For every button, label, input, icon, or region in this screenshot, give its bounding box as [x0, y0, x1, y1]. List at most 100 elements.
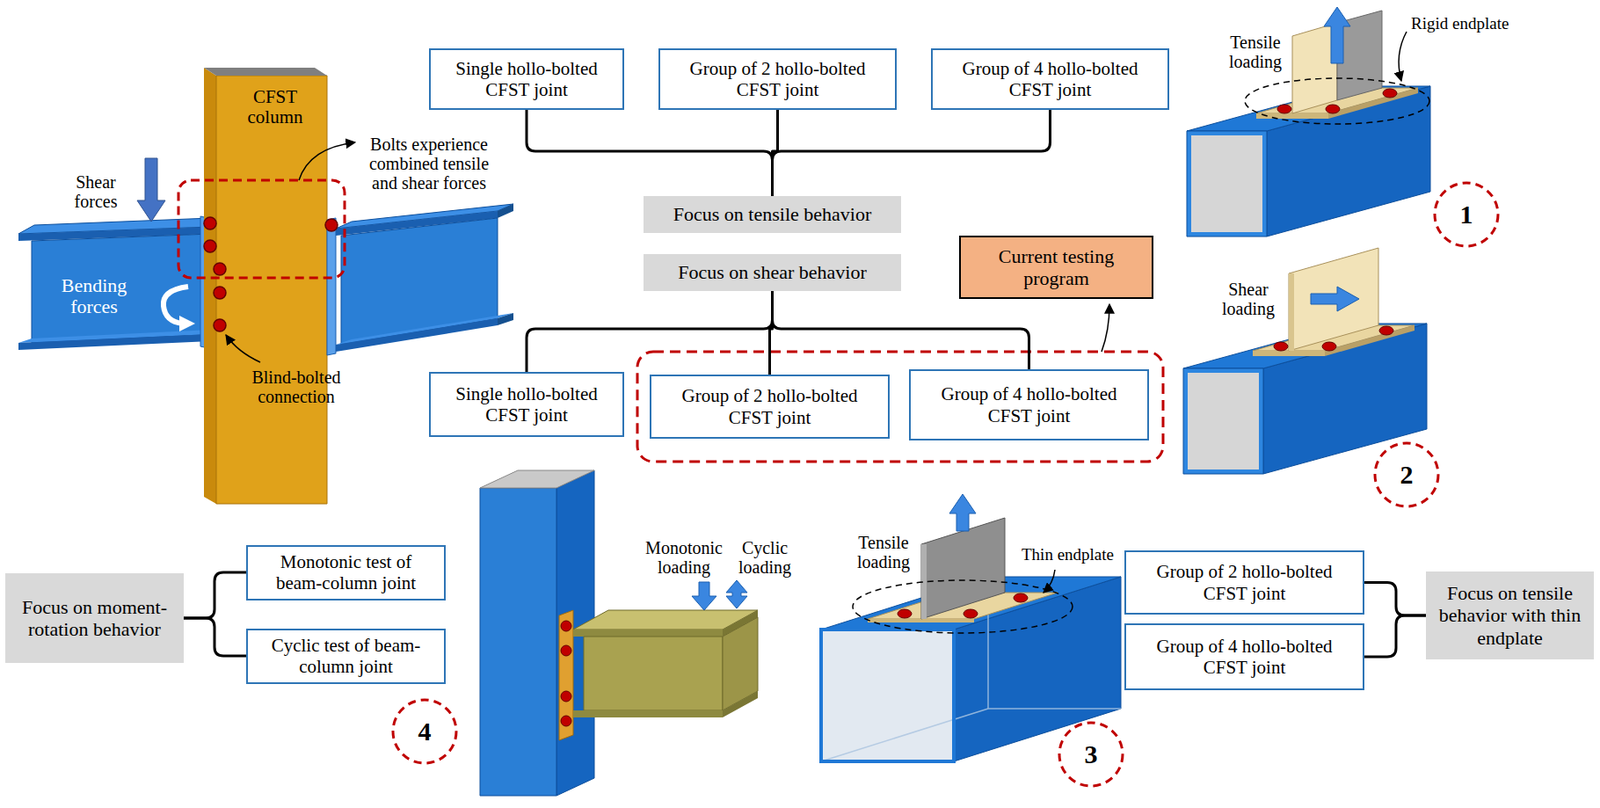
- beam-column-test-part: [560, 715, 572, 727]
- tensile-specimen-part: [1277, 104, 1292, 114]
- category-box: Single hollo-bolted CFST joint: [429, 48, 625, 110]
- beam-column-joint-part: [137, 158, 166, 222]
- beam-column-joint-part: [163, 286, 189, 324]
- node-text: Focus on tensile behavior with thin endp…: [1432, 581, 1587, 649]
- focus-band: Focus on tensile behavior: [643, 196, 902, 233]
- circle-outline: [1374, 443, 1439, 507]
- bracket-connector: [183, 572, 247, 619]
- category-box: Group of 4 hollo-bolted CFST joint: [930, 48, 1170, 110]
- beam-column-test-part: [560, 645, 572, 656]
- callout-number: 1: [1460, 199, 1474, 231]
- shear-specimen-part: [1273, 341, 1288, 351]
- beam-column-joint-part: [216, 75, 328, 504]
- thin-endplate-specimen-part: [1043, 569, 1055, 593]
- callout-circle: 1: [1432, 181, 1500, 248]
- callout-circle: 4: [391, 698, 459, 765]
- bracket-connector: [183, 618, 247, 656]
- leader-line: [1398, 31, 1407, 81]
- beam-column-test-part: [560, 690, 572, 702]
- beam-column-joint-part: [497, 312, 514, 326]
- thin-endplate-specimen-part: [921, 517, 1005, 619]
- tensile-specimen-part: [1292, 22, 1338, 114]
- category-box: Cyclic test of beam-column joint: [246, 628, 446, 684]
- annotation-label: Rigid endplate: [1410, 14, 1526, 34]
- beam-column-joint-part: [335, 318, 498, 352]
- beam-column-joint-part: [298, 142, 356, 181]
- beam-column-joint-part: [203, 67, 217, 504]
- thin-endplate-specimen-part: [949, 494, 976, 531]
- node-text: Group of 2 hollo-bolted CFST joint: [658, 385, 881, 428]
- focus-band: Focus on tensile behavior with thin endp…: [1425, 571, 1594, 660]
- beam-column-joint-part: [203, 67, 328, 76]
- beam-column-test-part: [573, 710, 723, 718]
- shear-specimen-part: [1183, 368, 1264, 474]
- beam-column-test-part: [559, 610, 574, 741]
- tensile-specimen-part: [1191, 135, 1263, 233]
- beam-column-joint-part: [335, 312, 514, 345]
- tensile-specimen-part: [1266, 86, 1431, 237]
- beam-column-joint-part: [213, 319, 226, 332]
- shear-specimen-part: [1322, 341, 1337, 351]
- beam-column-joint-part: [213, 262, 226, 276]
- focus-band: Focus on shear behavior: [643, 254, 902, 291]
- beam-column-joint-part: [327, 218, 336, 356]
- tensile-specimen: [1186, 7, 1431, 237]
- circle-outline: [392, 699, 457, 764]
- shear-specimen-part: [1187, 372, 1259, 470]
- node-text: Group of 4 hollo-bolted CFST joint: [1133, 635, 1356, 678]
- thin-endplate-specimen-part: [821, 629, 954, 762]
- category-box: Group of 4 hollo-bolted CFST joint: [1124, 623, 1365, 691]
- thin-endplate-specimen: [821, 494, 1121, 762]
- beam-column-test-part: [691, 581, 717, 611]
- callout-circle: 3: [1057, 720, 1125, 788]
- circle-outline: [1434, 182, 1499, 247]
- node-text: Focus on moment-rotation behavior: [12, 596, 177, 641]
- category-box: Group of 2 hollo-bolted CFST joint: [658, 48, 897, 110]
- shear-specimen-part: [1288, 273, 1295, 351]
- beam-column-test-part: [726, 580, 748, 609]
- category-box: Single hollo-bolted CFST joint: [429, 371, 625, 437]
- thin-endplate-specimen-part: [988, 707, 1121, 710]
- category-box: Group of 2 hollo-bolted CFST joint: [649, 374, 890, 439]
- beam-column-joint-part: [225, 334, 261, 363]
- tensile-specimen-part: [1382, 88, 1397, 98]
- bracket-connector: [772, 290, 1030, 370]
- beam-column-joint-part: [179, 315, 196, 332]
- shear-specimen-part: [1310, 286, 1360, 312]
- beam-column-test-part: [573, 629, 723, 637]
- group-outline: [637, 351, 1164, 462]
- annotation-label: Shear loading: [1214, 279, 1282, 319]
- node-text: Monotonic test of beam-column joint: [254, 551, 437, 594]
- beam-column-joint-part: [18, 334, 211, 350]
- thin-endplate-specimen-part: [963, 609, 978, 619]
- beam-column-joint: [18, 67, 514, 504]
- beam-column-joint-part: [325, 218, 338, 232]
- node-text: Group of 2 hollo-bolted CFST joint: [1133, 560, 1356, 604]
- category-box: Monotonic test of beam-column joint: [246, 545, 446, 601]
- category-box: Group of 4 hollo-bolted CFST joint: [909, 369, 1150, 441]
- beam-column-test-part: [583, 636, 723, 711]
- annotation-label: Monotonic loading: [641, 538, 727, 577]
- category-box: Group of 2 hollo-bolted CFST joint: [1124, 550, 1365, 615]
- node-text: Group of 4 hollo-bolted CFST joint: [939, 58, 1161, 101]
- tensile-specimen-part: [1244, 78, 1430, 124]
- callout-number: 3: [1084, 739, 1099, 771]
- beam-column-joint-part: [213, 286, 226, 299]
- beam-column-joint-part: [178, 180, 345, 278]
- focus-band: Focus on moment-rotation behavior: [5, 573, 184, 663]
- beam-column-test-part: [480, 487, 557, 796]
- shear-specimen-part: [1379, 326, 1394, 335]
- bracket-connector: [1364, 582, 1426, 617]
- callout-circle: 2: [1373, 441, 1440, 509]
- beam-column-joint-part: [497, 203, 514, 219]
- bracket-connector: [772, 109, 1051, 197]
- shear-specimen: [1183, 247, 1427, 474]
- beam-column-test: [480, 470, 758, 796]
- beam-column-joint-part: [203, 217, 217, 230]
- node-text: Group of 4 hollo-bolted CFST joint: [917, 383, 1141, 426]
- annotation-label: Cyclic loading: [734, 538, 795, 577]
- shear-specimen-part: [1288, 247, 1379, 351]
- annotation-label: Bolts experience combined tensile and sh…: [355, 134, 503, 193]
- annotation-label: Bending forces: [54, 275, 134, 318]
